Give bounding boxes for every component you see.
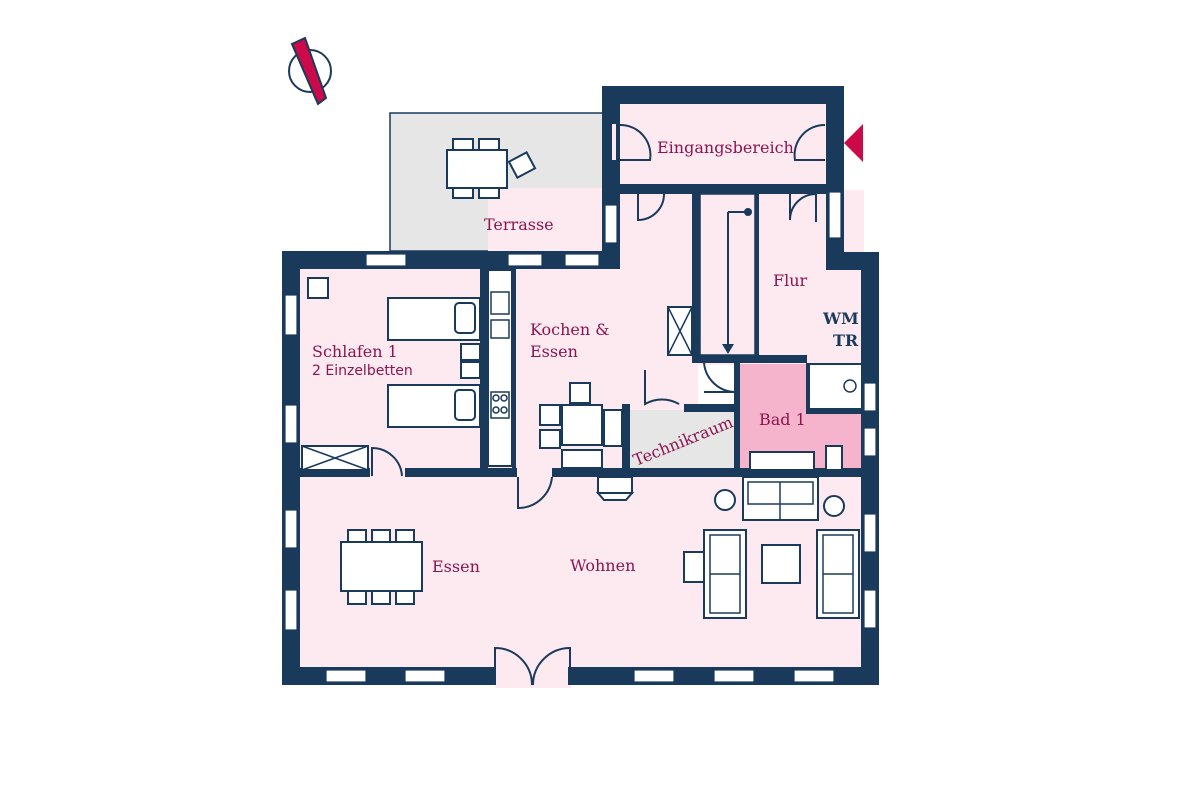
kitchen-furniture	[487, 269, 693, 469]
label-bad: Bad 1	[759, 410, 806, 429]
label-wm: WM	[822, 309, 859, 328]
utility-floor	[630, 410, 735, 470]
dining-table-set	[340, 529, 423, 605]
windows	[284, 191, 877, 683]
laundry-floor	[807, 363, 864, 411]
label-schlafen-sub: 2 Einzelbetten	[312, 363, 413, 379]
label-tr: TR	[833, 331, 859, 350]
doors	[371, 123, 826, 688]
label-essen: Essen	[432, 557, 480, 576]
label-kochen-essen: Essen	[530, 342, 578, 361]
staircase	[699, 193, 756, 356]
label-wohnen: Wohnen	[570, 556, 635, 575]
living-furniture	[595, 476, 860, 619]
terrace-table-set	[446, 138, 537, 199]
bath-fixtures	[749, 379, 857, 471]
label-terrasse: Terrasse	[484, 215, 554, 234]
north-arrow-icon	[288, 36, 332, 106]
entrance-arrow-icon	[844, 124, 863, 162]
label-eingangsbereich: Eingangsbereich	[657, 138, 794, 157]
label-kochen: Kochen &	[530, 320, 610, 339]
label-schlafen: Schlafen 1	[312, 342, 398, 361]
interior-walls	[300, 188, 863, 477]
label-flur: Flur	[773, 271, 808, 290]
bedroom-furniture	[301, 277, 481, 471]
